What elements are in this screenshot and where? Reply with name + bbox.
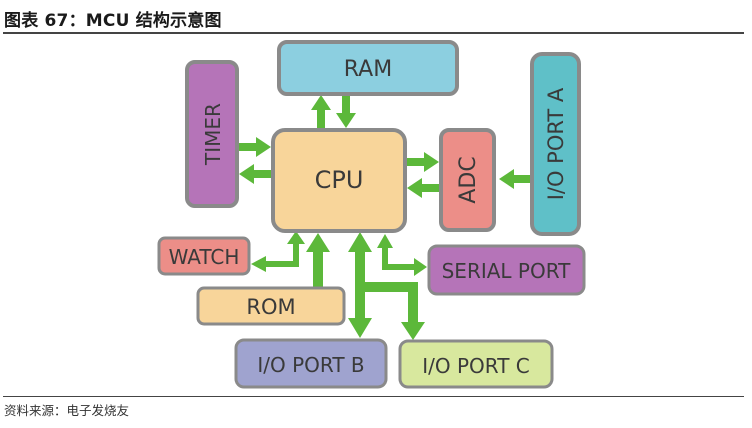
arrow-cpu-serial	[377, 234, 427, 276]
adc-box	[439, 128, 496, 232]
arrow-adc-to-cpu	[407, 178, 439, 198]
top-rule	[3, 32, 744, 34]
arrow-timer-to-cpu	[238, 137, 271, 157]
cpu-box	[271, 128, 407, 233]
rom-label: ROM	[246, 295, 295, 319]
arrow-cpu-watch	[251, 231, 305, 272]
block-adc: ADC	[439, 128, 496, 232]
io-port-b-box	[234, 338, 388, 389]
cpu-label: CPU	[315, 166, 364, 194]
block-timer: TIMER	[185, 60, 239, 208]
block-io-port-a: I/O PORT A	[530, 52, 581, 236]
arrow-cpu-to-ram	[311, 95, 331, 130]
block-rom: ROM	[196, 286, 346, 326]
serial-port-label: SERIAL PORT	[442, 259, 572, 283]
timer-box	[185, 60, 239, 208]
ram-box	[277, 40, 459, 96]
block-watch: WATCH	[157, 236, 251, 276]
block-cpu: CPU	[271, 128, 407, 233]
watch-box	[157, 236, 251, 276]
figure-title: 图表 67：MCU 结构示意图	[4, 11, 222, 31]
arrow-cpu-to-timer	[239, 164, 272, 184]
io-port-a-label: I/O PORT A	[544, 87, 568, 200]
ram-label: RAM	[344, 57, 392, 82]
bottom-rule	[3, 396, 744, 397]
io-port-c-box	[398, 339, 554, 389]
block-io-port-b: I/O PORT B	[234, 338, 388, 389]
block-ram: RAM	[277, 40, 459, 96]
adc-label: ADC	[456, 156, 481, 203]
arrow-rom-to-cpu	[306, 233, 330, 287]
io-port-a-box	[530, 52, 581, 236]
arrow-cpu-to-adc	[406, 152, 439, 172]
io-port-c-label: I/O PORT C	[422, 354, 530, 378]
arrow-cpu-iob	[348, 232, 372, 338]
arrows	[238, 94, 531, 340]
arrow-cpu-ioc	[365, 282, 425, 340]
io-port-b-label: I/O PORT B	[257, 353, 364, 377]
serial-port-box	[427, 244, 586, 296]
arrow-ioa-to-adc	[499, 169, 531, 189]
block-io-port-c: I/O PORT C	[398, 339, 554, 389]
source-note: 资料来源：电子发烧友	[4, 403, 130, 418]
rom-box	[196, 286, 346, 326]
block-serial-port: SERIAL PORT	[427, 244, 586, 296]
timer-label: TIMER	[201, 103, 225, 166]
arrow-ram-to-cpu	[336, 94, 356, 128]
watch-label: WATCH	[169, 245, 240, 269]
